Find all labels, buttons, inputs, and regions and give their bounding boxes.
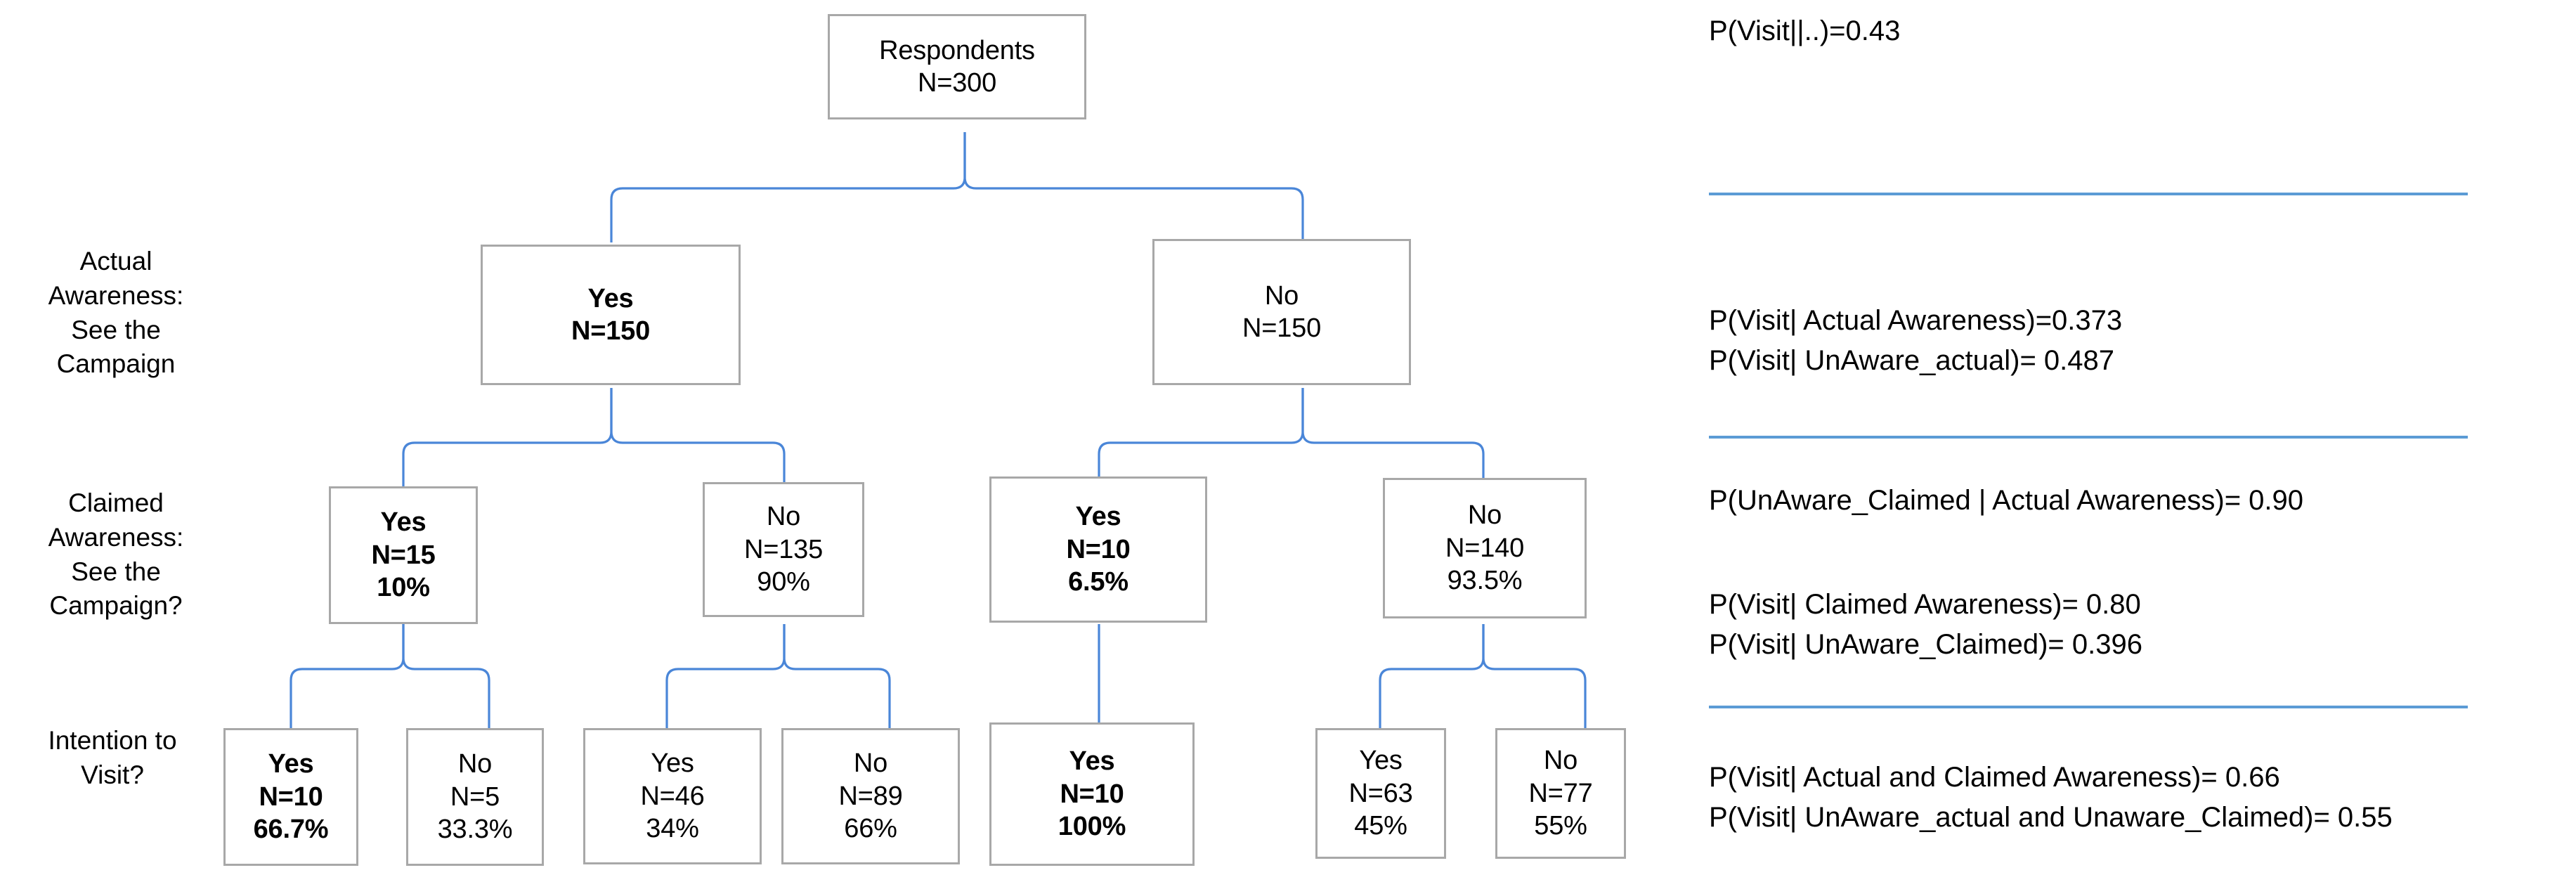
node-claimed-yes-unaware[interactable]: Yes N=10 6.5%: [989, 476, 1207, 623]
node-claimed-yes-aware[interactable]: Yes N=15 10%: [329, 486, 478, 624]
node-line: Yes: [587, 283, 634, 313]
node-respondents[interactable]: Respondents N=300: [828, 14, 1086, 119]
node-line: Respondents: [879, 35, 1035, 65]
row-label-line: Awareness:: [48, 522, 184, 552]
node-line: No: [766, 502, 801, 532]
node-actual-no[interactable]: No N=150: [1152, 239, 1411, 385]
row-label-line: See the: [71, 557, 161, 586]
node-claimed-no-aware[interactable]: No N=135 90%: [703, 482, 864, 617]
annotation-overall: P(Visit||..)=0.43: [1709, 11, 1900, 51]
divider-rule-3: [1709, 706, 2468, 708]
row-label-line: Campaign?: [49, 591, 183, 621]
annotation-line: P(UnAware_Claimed | Actual Awareness)= 0…: [1709, 485, 2304, 516]
node-intent-yes-3[interactable]: Yes N=10 100%: [989, 722, 1195, 866]
node-line: 66%: [844, 814, 897, 844]
row-label-line: Intention to: [48, 726, 177, 755]
node-line: Yes: [268, 749, 314, 779]
node-line: Yes: [380, 507, 427, 538]
row-label-line: Visit?: [81, 760, 144, 789]
node-line: 34%: [646, 814, 699, 844]
node-line: Yes: [651, 748, 694, 779]
node-line: 10%: [377, 573, 430, 603]
node-intent-yes-1[interactable]: Yes N=10 66.7%: [223, 728, 358, 866]
annotation-line: P(Visit| UnAware_actual)= 0.487: [1709, 344, 2115, 376]
node-line: No: [1264, 280, 1299, 311]
node-line: Yes: [1069, 746, 1115, 777]
row-label-line: Actual: [79, 247, 152, 275]
row-label-actual-awareness: Actual Awareness: See the Campaign: [21, 245, 211, 382]
node-line: N=150: [1242, 313, 1322, 343]
node-line: N=5: [450, 782, 500, 812]
node-intent-no-2[interactable]: No N=89 66%: [781, 728, 960, 864]
annotation-claimed-awareness-probs: P(UnAware_Claimed | Actual Awareness)= 0…: [1709, 481, 2303, 521]
node-line: N=15: [371, 540, 436, 570]
node-line: 66.7%: [253, 815, 329, 845]
node-line: N=135: [743, 534, 824, 564]
node-line: N=63: [1348, 778, 1413, 808]
node-actual-yes[interactable]: Yes N=150: [481, 245, 741, 385]
annotation-actual-awareness-probs: P(Visit| Actual Awareness)=0.373 P(Visit…: [1709, 301, 2122, 381]
node-line: No: [853, 748, 888, 779]
node-line: No: [1543, 746, 1578, 776]
annotation-line: P(Visit| Claimed Awareness)= 0.80: [1709, 589, 2141, 620]
node-line: 55%: [1534, 811, 1587, 841]
node-line: 45%: [1354, 811, 1407, 841]
node-line: 33.3%: [437, 815, 513, 845]
row-label-line: Awareness:: [48, 280, 184, 310]
node-line: N=10: [1060, 779, 1124, 809]
annotation-line: P(Visit| UnAware_actual and Unaware_Clai…: [1709, 801, 2393, 833]
divider-rule-2: [1709, 436, 2468, 439]
row-label-line: See the: [71, 315, 161, 344]
annotation-claimed-visit-probs: P(Visit| Claimed Awareness)= 0.80 P(Visi…: [1709, 585, 2142, 665]
node-line: N=10: [259, 782, 323, 812]
node-line: No: [1467, 500, 1502, 531]
node-intent-no-1[interactable]: No N=5 33.3%: [406, 728, 544, 866]
node-line: No: [457, 749, 493, 779]
row-label-line: Campaign: [56, 349, 176, 379]
annotation-line: P(Visit| UnAware_Claimed)= 0.396: [1709, 628, 2142, 660]
node-line: 100%: [1058, 812, 1126, 842]
node-line: N=77: [1528, 778, 1593, 808]
node-line: N=300: [917, 68, 997, 98]
annotation-line: P(Visit| Actual and Claimed Awareness)= …: [1709, 762, 2280, 793]
node-line: N=140: [1445, 533, 1525, 563]
annotation-line: P(Visit||..)=0.43: [1709, 15, 1901, 46]
node-claimed-no-unaware[interactable]: No N=140 93.5%: [1383, 478, 1587, 618]
row-label-claimed-awareness: Claimed Awareness: See the Campaign?: [21, 486, 211, 623]
node-line: 90%: [757, 567, 810, 597]
node-line: N=10: [1066, 534, 1131, 564]
node-line: N=89: [838, 781, 903, 811]
node-line: N=150: [571, 316, 651, 346]
node-intent-yes-2[interactable]: Yes N=46 34%: [583, 728, 762, 864]
node-line: Yes: [1359, 746, 1403, 776]
node-line: Yes: [1075, 502, 1121, 532]
node-intent-yes-4[interactable]: Yes N=63 45%: [1315, 728, 1446, 859]
node-line: 93.5%: [1447, 566, 1523, 596]
node-line: N=46: [640, 781, 705, 811]
row-label-line: Claimed: [68, 488, 164, 517]
divider-rule-1: [1709, 193, 2468, 195]
annotation-line: P(Visit| Actual Awareness)=0.373: [1709, 305, 2123, 336]
annotation-joint-probs: P(Visit| Actual and Claimed Awareness)= …: [1709, 758, 2393, 838]
node-intent-no-4[interactable]: No N=77 55%: [1495, 728, 1626, 859]
row-label-intention-to-visit: Intention to Visit?: [14, 724, 211, 793]
node-line: 6.5%: [1068, 567, 1128, 597]
